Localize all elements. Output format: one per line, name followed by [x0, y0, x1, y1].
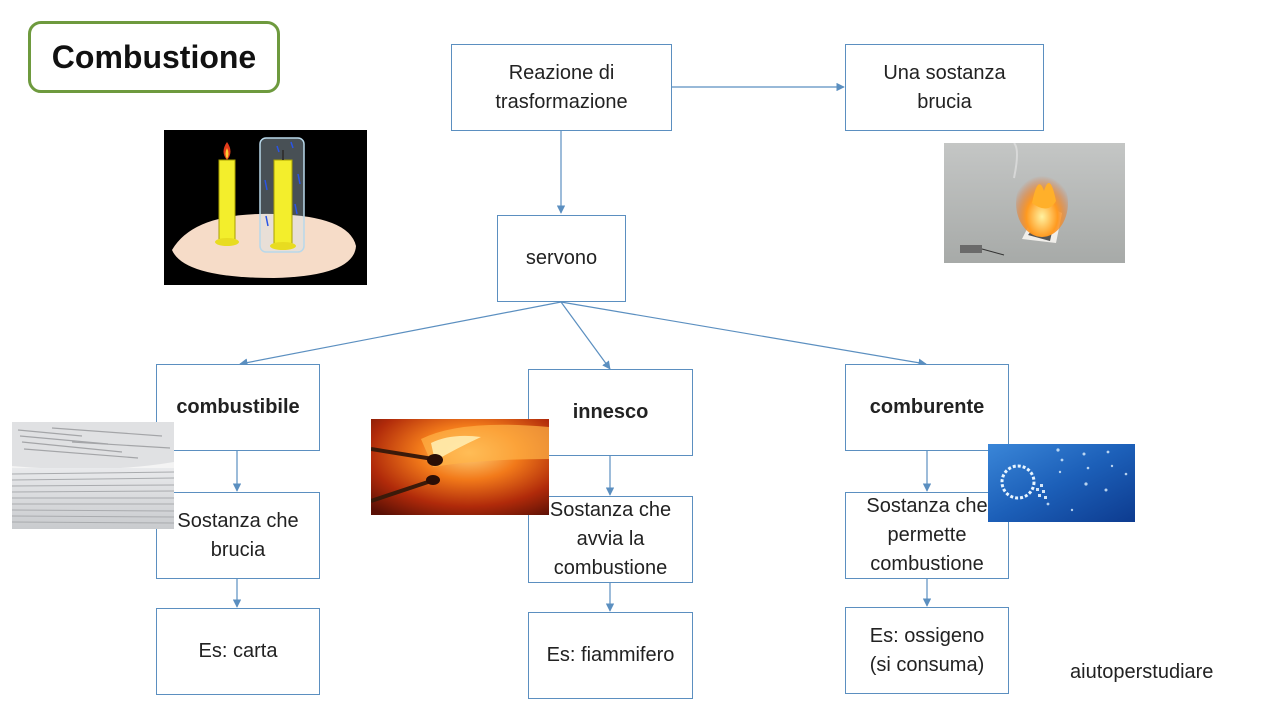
node-comburente: comburente: [845, 364, 1009, 451]
arrow-servono-to-innesco: [560, 301, 611, 370]
node-innesco: innesco: [528, 369, 693, 456]
node-sostanza-brucia: Una sostanza brucia: [845, 44, 1044, 131]
node-innesco-definizione: Sostanza che avvia la combustione: [528, 496, 693, 583]
node-reazione: Reazione di trasformazione: [451, 44, 672, 131]
arrow-servono-to-comburente: [560, 301, 927, 367]
node-servono: servono: [497, 215, 626, 302]
node-combustibile: combustibile: [156, 364, 320, 451]
paper-stack-image: [12, 422, 174, 529]
burning-paper-image: [944, 143, 1125, 263]
node-innesco-esempio: Es: fiammifero: [528, 612, 693, 699]
candles-image: [164, 130, 367, 285]
credit-text: aiutoperstudiare: [1070, 661, 1214, 683]
oxygen-image: [988, 444, 1135, 522]
matches-image: [371, 419, 549, 515]
arrow-servono-to-combustibile: [239, 301, 562, 367]
page-title: Combustione: [28, 21, 280, 93]
node-combustibile-esempio: Es: carta: [156, 608, 320, 695]
node-comburente-definizione: Sostanza che permette combustione: [845, 492, 1009, 579]
node-comburente-esempio: Es: ossigeno (si consuma): [845, 607, 1009, 694]
node-combustibile-definizione: Sostanza che brucia: [156, 492, 320, 579]
